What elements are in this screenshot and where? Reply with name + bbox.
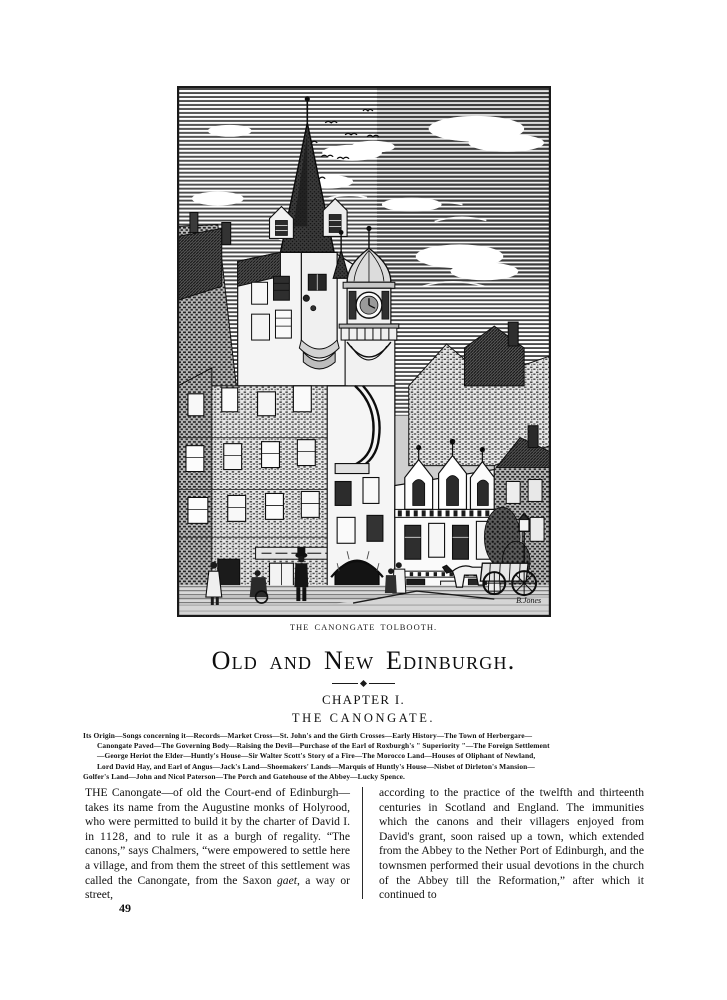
column-divider-rule: [362, 787, 363, 899]
synopsis-line: Lord David Hay, and Earl of Angus—Jack's…: [97, 761, 535, 771]
corner-turret: [298, 251, 340, 370]
svg-text:B.Jones: B.Jones: [516, 596, 541, 605]
body-left-part-c: , a way or street,: [85, 873, 350, 902]
body-paragraph-right: according to the practice of the twelfth…: [379, 786, 644, 902]
tolbooth-steeple: [268, 96, 348, 254]
tenement-windows: [185, 385, 320, 524]
synopsis-line: Golfer's Land—John and Nicol Paterson—Th…: [83, 771, 405, 781]
ornament-bar-right: [369, 682, 395, 684]
sign-bracket: [352, 384, 381, 471]
chapter-heading: CHAPTER I.: [321, 692, 406, 707]
page-number: 49: [119, 901, 131, 915]
plate-caption: THE CANONGATE TOLBOOTH.: [289, 622, 438, 632]
page-title: Old and New Edinburgh.: [211, 646, 516, 675]
synopsis-line: Canongate Paved—The Governing Body—Raisi…: [97, 741, 550, 751]
body-column-left: THE Canongate—of old the Court-end of Ed…: [85, 786, 350, 903]
opening-small-caps: THE: [85, 786, 108, 799]
synopsis-line: Its Origin—Songs concerning it—Records—M…: [83, 731, 533, 740]
chapter-synopsis: Its Origin—Songs concerning it—Records—M…: [83, 731, 644, 782]
body-paragraph-left: THE Canongate—of old the Court-end of Ed…: [85, 786, 350, 903]
body-left-part-b: , and to rule it as a burgh of regality.…: [85, 829, 351, 887]
horse-and-cart: [441, 562, 538, 597]
ornament-diamond: [359, 679, 368, 687]
body-left-part-a: Canongate—of old the Court-end of Edinbu…: [85, 786, 350, 843]
body-column-right: according to the practice of the twelfth…: [379, 786, 644, 903]
engraving-plate: B.Jones: [177, 86, 551, 617]
engraver-signature: B.Jones: [516, 596, 541, 605]
body-text-area: THE Canongate—of old the Court-end of Ed…: [85, 786, 644, 906]
synopsis-line: —George Heriot the Elder—Huntly's House—…: [97, 751, 536, 761]
chapter-subject-heading: THE CANONGATE.: [291, 711, 436, 725]
canongate-tolbooth-engraving: B.Jones: [177, 86, 551, 617]
divider-ornament: [0, 678, 727, 688]
ornament-bar-left: [332, 682, 358, 684]
charter-date: 1128: [100, 829, 126, 843]
saxon-word: gaet: [277, 873, 297, 887]
